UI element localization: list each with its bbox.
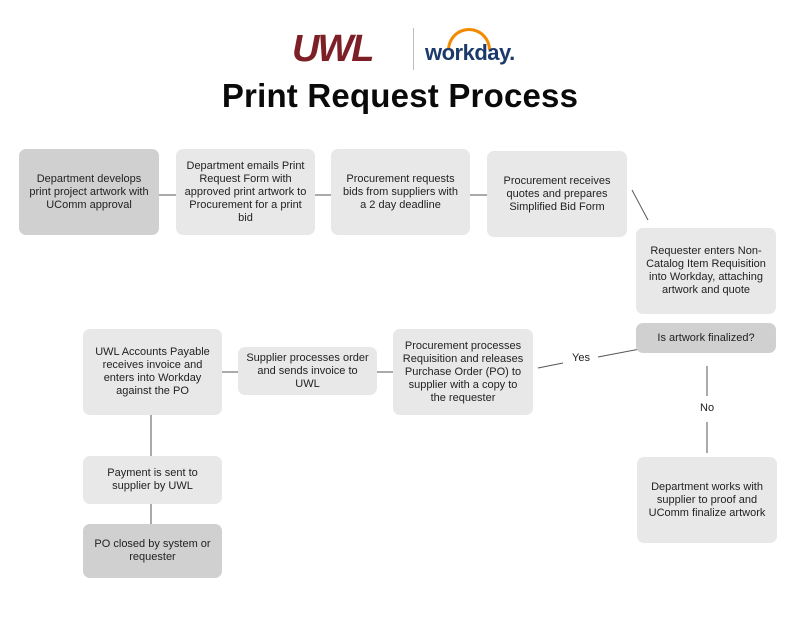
node-decision: Is artwork finalized? (636, 323, 776, 353)
edge-quotes-to-requisition (631, 189, 649, 221)
edge-decision-yes-2 (537, 362, 564, 369)
logo-row: UWL workday. (0, 26, 800, 72)
node-receive-quotes: Procurement receives quotes and prepares… (487, 151, 627, 237)
edge-label-no: No (698, 402, 717, 414)
node-text: Department works with supplier to proof … (648, 480, 766, 519)
page-title: Print Request Process (221, 77, 579, 114)
node-text: PO closed by system or requester (94, 538, 211, 563)
node-text: Procurement processes Requisition and re… (402, 339, 524, 404)
node-po-closed: PO closed by system or requester (83, 524, 222, 578)
node-text: Payment is sent to supplier by UWL (107, 467, 198, 492)
node-text: Procurement receives quotes and prepares… (503, 174, 611, 213)
node-develop-artwork: Department develops print project artwor… (19, 149, 159, 235)
node-finalize-artwork: Department works with supplier to proof … (637, 457, 777, 543)
node-text: Procurement requests bids from suppliers… (343, 172, 458, 211)
edge-label-yes: Yes (570, 352, 592, 364)
node-email-form: Department emails Print Request Form wit… (176, 149, 315, 235)
node-text: UWL Accounts Payable receives invoice an… (95, 346, 210, 397)
node-text: Is artwork finalized? (657, 331, 755, 344)
node-text: Department develops print project artwor… (29, 172, 149, 211)
node-enter-requisition: Requester enters Non-Catalog Item Requis… (636, 228, 776, 314)
node-payment-sent: Payment is sent to supplier by UWL (83, 456, 222, 504)
edge-decision-yes (597, 348, 641, 358)
node-accounts-payable: UWL Accounts Payable receives invoice an… (83, 329, 222, 415)
node-text: Department emails Print Request Form wit… (184, 159, 307, 224)
uwl-logo: UWL (292, 28, 375, 70)
node-request-bids: Procurement requests bids from suppliers… (331, 149, 470, 235)
node-text: Supplier processes order and sends invoi… (246, 351, 369, 390)
logo-divider (413, 28, 414, 70)
node-supplier-processes: Supplier processes order and sends invoi… (238, 347, 377, 395)
workday-logo: workday. (425, 40, 515, 65)
node-text: Requester enters Non-Catalog Item Requis… (646, 245, 766, 296)
node-process-requisition: Procurement processes Requisition and re… (393, 329, 533, 415)
